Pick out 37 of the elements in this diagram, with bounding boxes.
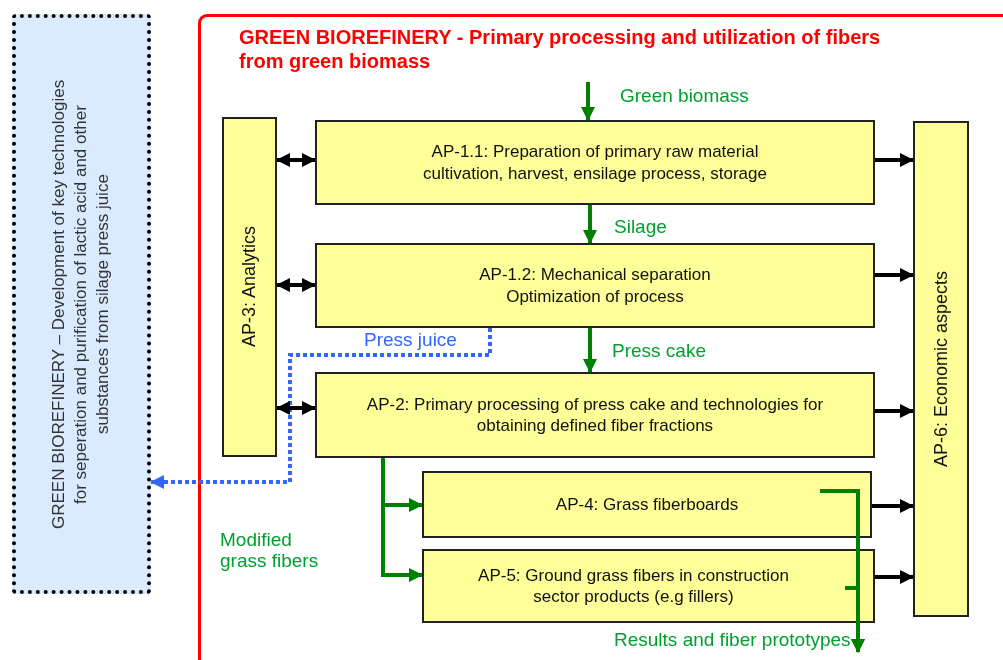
arrow bbox=[276, 153, 316, 167]
arrow bbox=[875, 404, 914, 418]
arrow bbox=[875, 570, 914, 584]
work-package-text: AP-4: Grass fiberboards bbox=[555, 493, 739, 516]
arrow bbox=[583, 205, 597, 244]
edge-label: Press juice bbox=[362, 330, 459, 351]
work-package-text: AP-1.2: Mechanical separation bbox=[479, 264, 711, 286]
arrow bbox=[276, 278, 316, 292]
work-package-text: Optimization of process bbox=[506, 285, 684, 307]
frame-heading: GREEN BIOREFINERY - Primary processing and utilization of fibers from green biomass bbox=[239, 25, 882, 73]
work-package-box bbox=[422, 471, 872, 538]
edge-label: Silage bbox=[612, 217, 669, 238]
arrow bbox=[845, 586, 865, 653]
project-description: GREEN BIOREFINERY – Development of key technologies for seperation and purification of lactic acid and other substances from silage press juice bbox=[48, 78, 114, 531]
work-package-text: AP-1.1: Preparation of primary raw material bbox=[431, 141, 759, 163]
work-package-box bbox=[315, 372, 875, 458]
work-package-text: AP-3: Analytics bbox=[238, 226, 261, 348]
arrow bbox=[872, 499, 914, 513]
arrow bbox=[581, 82, 595, 121]
work-package-bar bbox=[913, 121, 969, 617]
dashed-arrow bbox=[150, 328, 492, 489]
work-package-text: AP-2: Primary processing of press cake and technologies for obtaining defined fiber fractions bbox=[365, 393, 825, 437]
work-package-text: cultivation, harvest, ensilage process, storage bbox=[423, 162, 767, 184]
external-project-box bbox=[12, 14, 151, 594]
work-package-text: AP-5: Ground grass fibers in construction sector products (e.g fillers) bbox=[477, 564, 790, 608]
work-package-text: AP-6: Economic aspects bbox=[929, 270, 952, 468]
arrow bbox=[276, 401, 316, 415]
arrow bbox=[875, 268, 914, 282]
flow-note: Modified grass fibers bbox=[220, 530, 320, 572]
work-package-box bbox=[315, 120, 875, 205]
arrow bbox=[875, 153, 914, 167]
work-package-box bbox=[315, 243, 875, 328]
arrow bbox=[583, 328, 597, 373]
edge-label: Results and fiber prototypes bbox=[612, 630, 853, 651]
work-package-box bbox=[422, 549, 875, 623]
program-frame bbox=[198, 14, 1003, 660]
work-package-bar bbox=[222, 117, 277, 457]
